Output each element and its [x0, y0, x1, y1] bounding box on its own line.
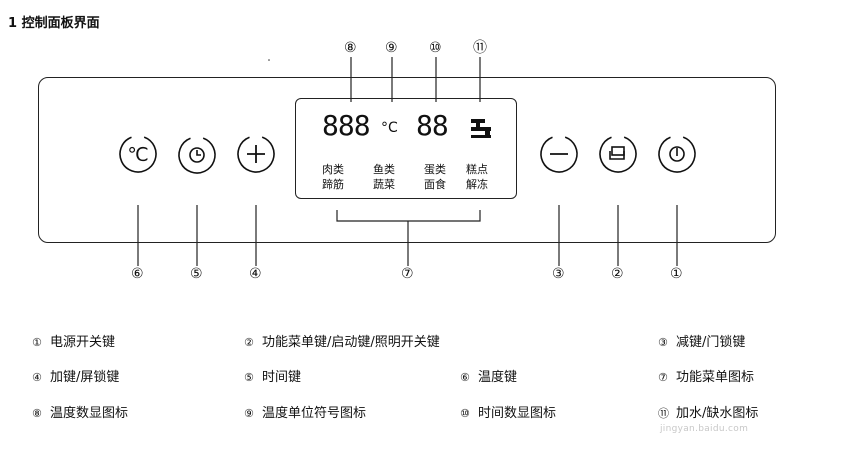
callout-4: ④	[249, 266, 262, 282]
menu-item-fish: 鱼类 蔬菜	[373, 163, 395, 191]
temperature-unit: °C	[381, 120, 398, 136]
callout-3: ③	[552, 266, 565, 282]
callout-11: ⑪	[473, 40, 487, 56]
menu-icon	[609, 146, 625, 160]
menu-button[interactable]	[598, 134, 638, 174]
time-digits: 88	[416, 109, 449, 142]
menu-item-pastry: 糕点 解冻	[466, 163, 488, 191]
plus-button[interactable]	[236, 134, 276, 174]
watermark: jingyan.baidu.com	[660, 424, 749, 434]
temperature-icon: ℃	[127, 144, 148, 166]
control-panel	[38, 77, 776, 243]
power-icon	[669, 146, 685, 162]
faucet-icon	[471, 119, 491, 138]
callout-9: ⑨	[385, 40, 398, 56]
temperature-digits: 888	[322, 109, 371, 142]
menu-item-egg: 蛋类 面食	[424, 163, 446, 191]
callout-8: ⑧	[344, 40, 357, 56]
callout-5: ⑤	[190, 266, 203, 282]
menu-item-meat: 肉类 蹄筋	[322, 163, 344, 191]
time-button[interactable]	[177, 135, 217, 175]
temperature-button[interactable]: ℃	[118, 134, 158, 174]
callout-10: ⑩	[429, 40, 442, 56]
plus-icon	[247, 145, 265, 163]
lcd-display	[295, 98, 517, 199]
clock-icon	[189, 147, 205, 163]
page-title: 1 控制面板界面	[8, 16, 100, 31]
callout-2: ②	[611, 266, 624, 282]
callout-6: ⑥	[131, 266, 144, 282]
callout-7: ⑦	[401, 266, 414, 282]
minus-button[interactable]	[539, 134, 579, 174]
callout-1: ①	[670, 266, 683, 282]
power-button[interactable]	[657, 134, 697, 174]
